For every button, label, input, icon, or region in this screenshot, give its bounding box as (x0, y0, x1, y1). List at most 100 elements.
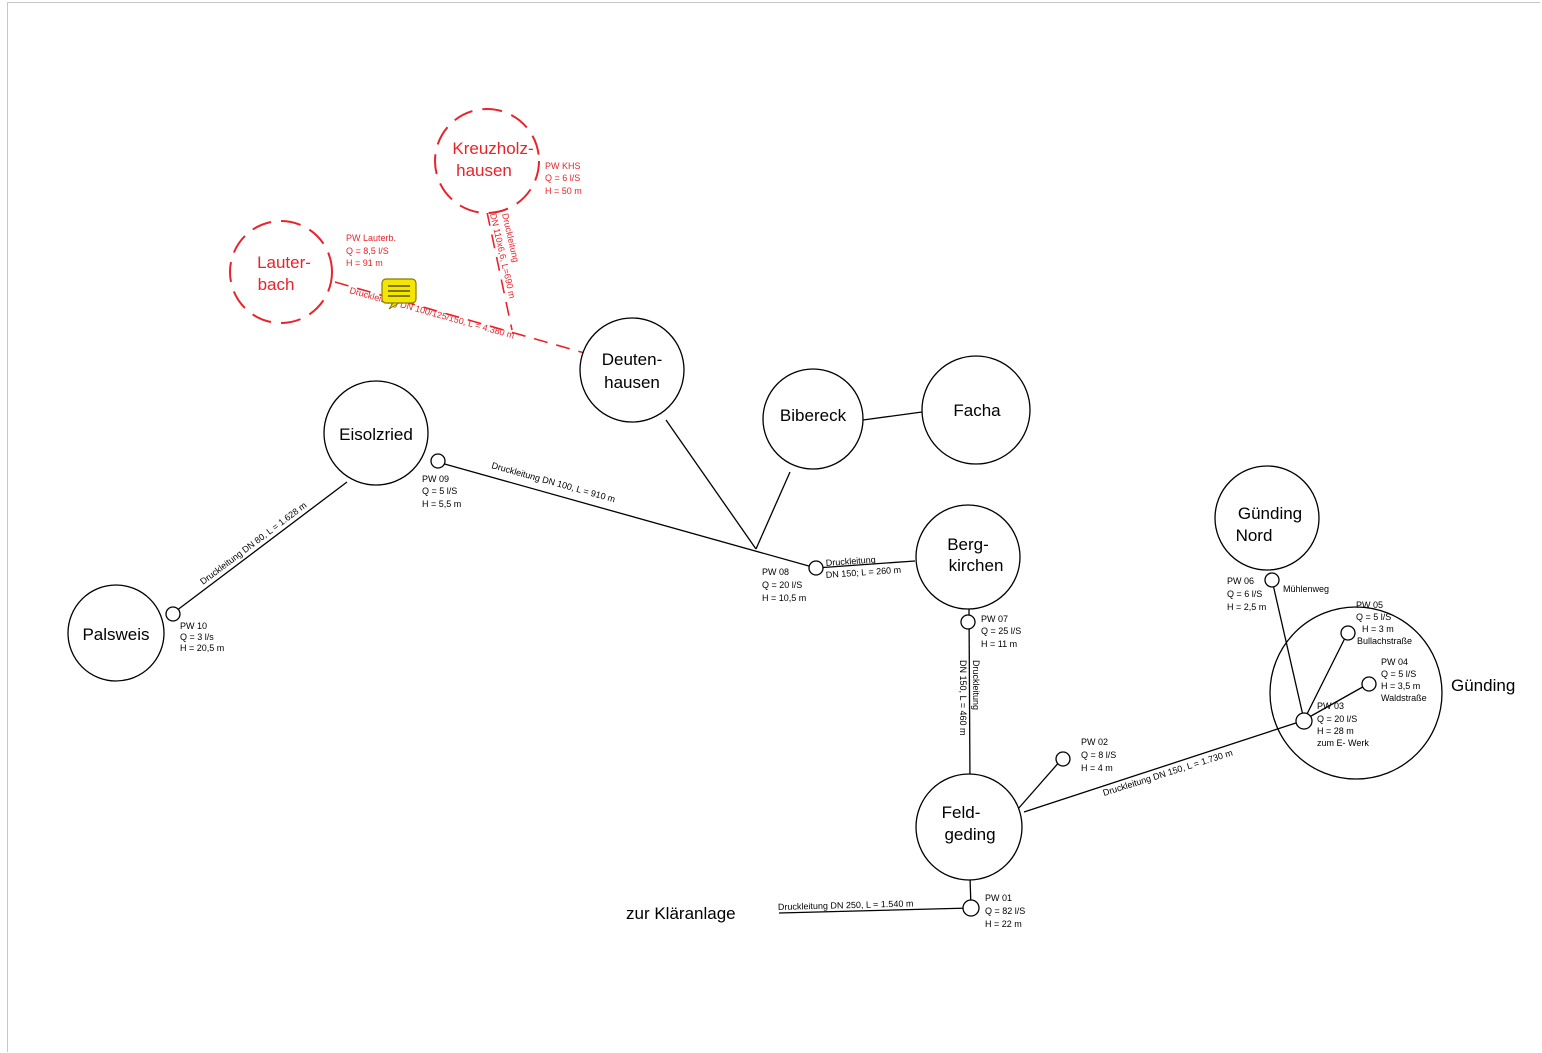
town-label-gunding: Günding (1451, 676, 1515, 695)
pipe-klaeranlage (778, 907, 972, 914)
town-label-gunding-nord-1: Günding (1238, 504, 1302, 523)
station-label-pw04: PW 04 Q = 5 l/S H = 3,5 m Waldstraße (1381, 657, 1427, 703)
pipe-eisolzried-pw08 (440, 462, 817, 569)
station-label-pw08: PW 08 Q = 20 l/S H = 10,5 m (762, 567, 806, 603)
station-label-pw06: PW 06 Q = 6 l/S H = 2,5 m (1227, 576, 1266, 612)
pw09-flow: Q = 5 l/S (422, 486, 457, 496)
pw10-head: H = 20,5 m (180, 643, 224, 653)
station-label-pw09: PW 09 Q = 5 l/S H = 5,5 m (422, 474, 461, 509)
pipe-palsweis-eisolzried (171, 481, 348, 615)
town-label-kreuzholzhausen-1: Kreuzholz- (452, 139, 533, 158)
town-circle-deutenhausen (579, 317, 685, 423)
station-label-pw03: PW 03 Q = 20 l/S H = 28 m zum E- Werk (1317, 701, 1369, 748)
pw06-flow: Q = 6 l/S (1227, 589, 1262, 599)
pw07-flow: Q = 25 l/S (981, 626, 1021, 636)
town-label-kreuzholzhausen-2: hausen (456, 161, 512, 180)
pw-lauterb-flow: Q = 8,5 l/S (346, 246, 389, 256)
town-label-bergkirchen-2: kirchen (949, 556, 1004, 575)
pipe-label-bergkirchen-feldgeding-1: Druckleitung (971, 660, 981, 710)
station-label-pw01: PW 01 Q = 82 l/S H = 22 m (985, 893, 1025, 929)
pipe-bibereck-junction (755, 471, 791, 550)
pw04-street: Waldstraße (1381, 693, 1427, 703)
town-label-palsweis: Palsweis (82, 625, 149, 644)
pump-station-pw09 (430, 453, 446, 469)
town-circle-kreuzholzhausen (434, 108, 540, 214)
pw-khs-flow: Q = 6 l/S (545, 173, 580, 183)
pw01-head: H = 22 m (985, 919, 1022, 929)
pipe-feldgeding-gunding (1023, 720, 1303, 813)
pipe-bergkirchen-feldgeding (968, 607, 971, 784)
pw07-head: H = 11 m (981, 639, 1017, 649)
pipe-pw05-pw03 (1303, 633, 1348, 721)
station-label-pw05: PW 05 Q = 5 l/S H = 3 m Bullachstraße (1356, 600, 1412, 646)
town-label-eisolzried: Eisolzried (339, 425, 413, 444)
pw01-flow: Q = 82 l/S (985, 906, 1025, 916)
town-label-deutenhausen-1: Deuten- (602, 350, 662, 369)
pw08-name: PW 08 (762, 567, 789, 577)
pw-lauterb-name: PW Lauterb. (346, 233, 396, 243)
drawing-frame (7, 2, 1540, 1052)
pw06-name: PW 06 (1227, 576, 1254, 586)
pipe-kreuzholzhausen (486, 211, 513, 331)
pw08-head: H = 10,5 m (762, 593, 806, 603)
pw03-head: H = 28 m (1317, 726, 1354, 736)
pw03-name: PW 03 (1317, 701, 1344, 711)
pw07-name: PW 07 (981, 614, 1008, 624)
town-circle-feldgeding (915, 773, 1023, 881)
pipe-bibereck-facha (862, 411, 923, 421)
pump-station-pw05 (1340, 625, 1356, 641)
pipe-label-bergkirchen-feldgeding-2: DN 150, L = 460 m (958, 660, 968, 735)
town-circle-bibereck (762, 368, 864, 470)
pw05-head: H = 3 m (1362, 624, 1394, 634)
pump-station-pw07 (960, 614, 976, 630)
station-label-pw-lauterbach: PW Lauterb. Q = 8,5 l/S H = 91 m (346, 233, 396, 268)
station-label-pw10: PW 10 Q = 3 l/s H = 20,5 m (180, 621, 224, 653)
pw10-name: PW 10 (180, 621, 207, 631)
pipe-label-palsweis-eisolzried: Druckleitung DN 80, L = 1.628 m (198, 500, 308, 587)
pw05-street: Bullachstraße (1357, 636, 1412, 646)
pipe-lauterbach-deutenhausen (334, 281, 589, 355)
pw04-name: PW 04 (1381, 657, 1408, 667)
town-circle-facha (921, 355, 1031, 465)
pw04-head: H = 3,5 m (1381, 681, 1420, 691)
pipe-label-klaeranlage: Druckleitung DN 250, L = 1.540 m (778, 898, 914, 912)
town-label-lauterbach-2: bach (258, 275, 295, 294)
pump-station-pw10 (165, 606, 181, 622)
comment-note-icon[interactable] (381, 278, 417, 310)
pw04-flow: Q = 5 l/S (1381, 669, 1416, 679)
town-label-bergkirchen-1: Berg- (947, 535, 989, 554)
pw02-name: PW 02 (1081, 737, 1108, 747)
town-circle-bergkirchen (915, 504, 1021, 610)
pipe-pw04-pw03 (1303, 683, 1369, 721)
klaeranlage-label: zur Kläranlage (626, 904, 736, 923)
town-label-gunding-nord-2: Nord (1236, 526, 1273, 545)
pw09-head: H = 5,5 m (422, 499, 461, 509)
town-circle-palsweis (67, 584, 165, 682)
pipe-label-feldgeding-gunding: Druckleitung DN 150, L = 1.730 m (1102, 748, 1234, 798)
pump-station-pw04 (1361, 676, 1377, 692)
pw05-flow: Q = 5 l/S (1356, 612, 1391, 622)
pw03-note: zum E- Werk (1317, 738, 1369, 748)
pump-station-pw01 (962, 899, 980, 917)
town-label-bibereck: Bibereck (780, 406, 847, 425)
pw08-flow: Q = 20 l/S (762, 580, 802, 590)
pipe-label-pw08-bergkirchen-1: Druckleitung (825, 555, 876, 568)
pw02-flow: Q = 8 l/S (1081, 750, 1116, 760)
town-label-lauterbach-1: Lauter- (257, 253, 311, 272)
pw09-name: PW 09 (422, 474, 449, 484)
pump-station-pw06 (1264, 572, 1280, 588)
pump-station-pw02 (1055, 751, 1071, 767)
pipe-deutenhausen-junction (665, 419, 757, 550)
pw05-name: PW 05 (1356, 600, 1383, 610)
pw10-flow: Q = 3 l/s (180, 632, 214, 642)
muehlenweg-label: Mühlenweg (1283, 584, 1329, 594)
pw02-head: H = 4 m (1081, 763, 1113, 773)
pipe-pw06-pw03 (1271, 579, 1305, 721)
pump-station-pw08 (808, 560, 824, 576)
pw-lauterb-head: H = 91 m (346, 258, 383, 268)
town-label-feldgeding-2: geding (944, 825, 995, 844)
pw01-name: PW 01 (985, 893, 1012, 903)
pw-khs-name: PW KHS (545, 161, 581, 171)
station-label-pw-khs: PW KHS Q = 6 l/S H = 50 m (545, 161, 582, 196)
